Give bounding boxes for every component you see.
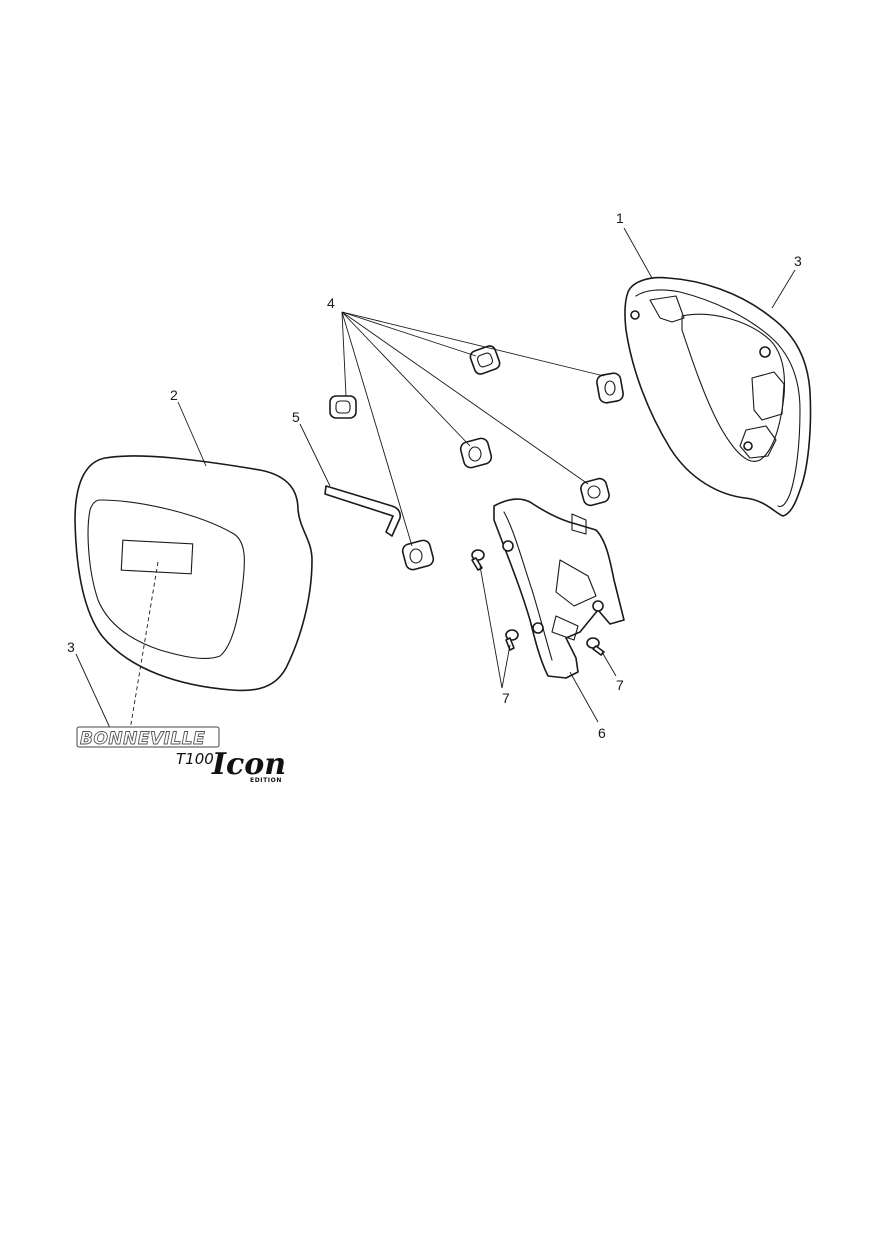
logo-bonneville-text: BONNEVILLE xyxy=(80,729,205,749)
leader-lines xyxy=(75,227,796,731)
grommet-5 xyxy=(580,477,610,507)
callout-labels: 1 3 4 2 5 3 7 7 6 xyxy=(67,210,802,741)
grommet-2 xyxy=(469,345,501,375)
logo-icon-text: Icon xyxy=(211,747,286,782)
mounting-bracket-part-6 xyxy=(493,498,625,679)
screw-1 xyxy=(471,549,485,571)
decal-logo-part-3: BONNEVILLE T100 Icon EDITION xyxy=(76,726,286,784)
callout-3-right: 3 xyxy=(794,253,802,269)
screw-2 xyxy=(505,629,519,651)
callout-1: 1 xyxy=(616,210,624,226)
side-panel-inner-part-1 xyxy=(624,276,812,517)
screw-3 xyxy=(586,637,605,656)
logo-edition-text: EDITION xyxy=(250,777,282,784)
side-panel-outer-part-2 xyxy=(74,455,313,692)
grommet-3 xyxy=(596,372,624,404)
callout-6: 6 xyxy=(598,725,606,741)
callout-5: 5 xyxy=(292,409,300,425)
callout-4: 4 xyxy=(327,295,335,311)
logo-t100-text: T100 xyxy=(176,750,214,768)
grommet-4 xyxy=(459,437,493,469)
callout-7-right: 7 xyxy=(616,677,624,693)
callout-3-left: 3 xyxy=(67,639,75,655)
hex-key-part-5 xyxy=(324,485,401,537)
callout-2: 2 xyxy=(170,387,178,403)
decal-placement-box xyxy=(120,539,194,575)
grommet-1 xyxy=(329,395,357,419)
callout-7-left: 7 xyxy=(502,690,510,706)
grommet-6 xyxy=(401,539,435,571)
